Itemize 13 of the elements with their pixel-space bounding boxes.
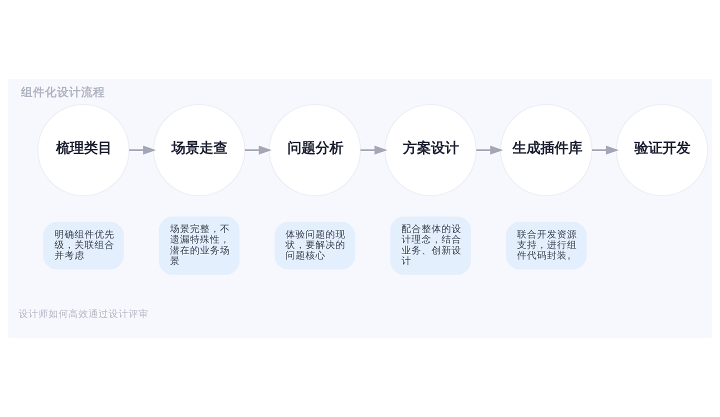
diagram-title: 组件化设计流程 [20,84,105,99]
node-circle: 问题分析 [268,104,362,196]
node-circle: 梳理类目 [37,104,130,196]
arrow [244,146,272,155]
node-circle: 场景走查 [153,104,246,196]
node-circle: 生成插件库 [500,104,592,196]
arrow [476,146,504,155]
node-circle: 验证开发 [616,104,708,196]
arrow [592,146,619,155]
arrow [129,146,156,155]
arrow [360,146,388,155]
label: 设计师如何高效通过设计评审 [18,308,148,320]
node-circle: 方案设计 [384,104,477,196]
